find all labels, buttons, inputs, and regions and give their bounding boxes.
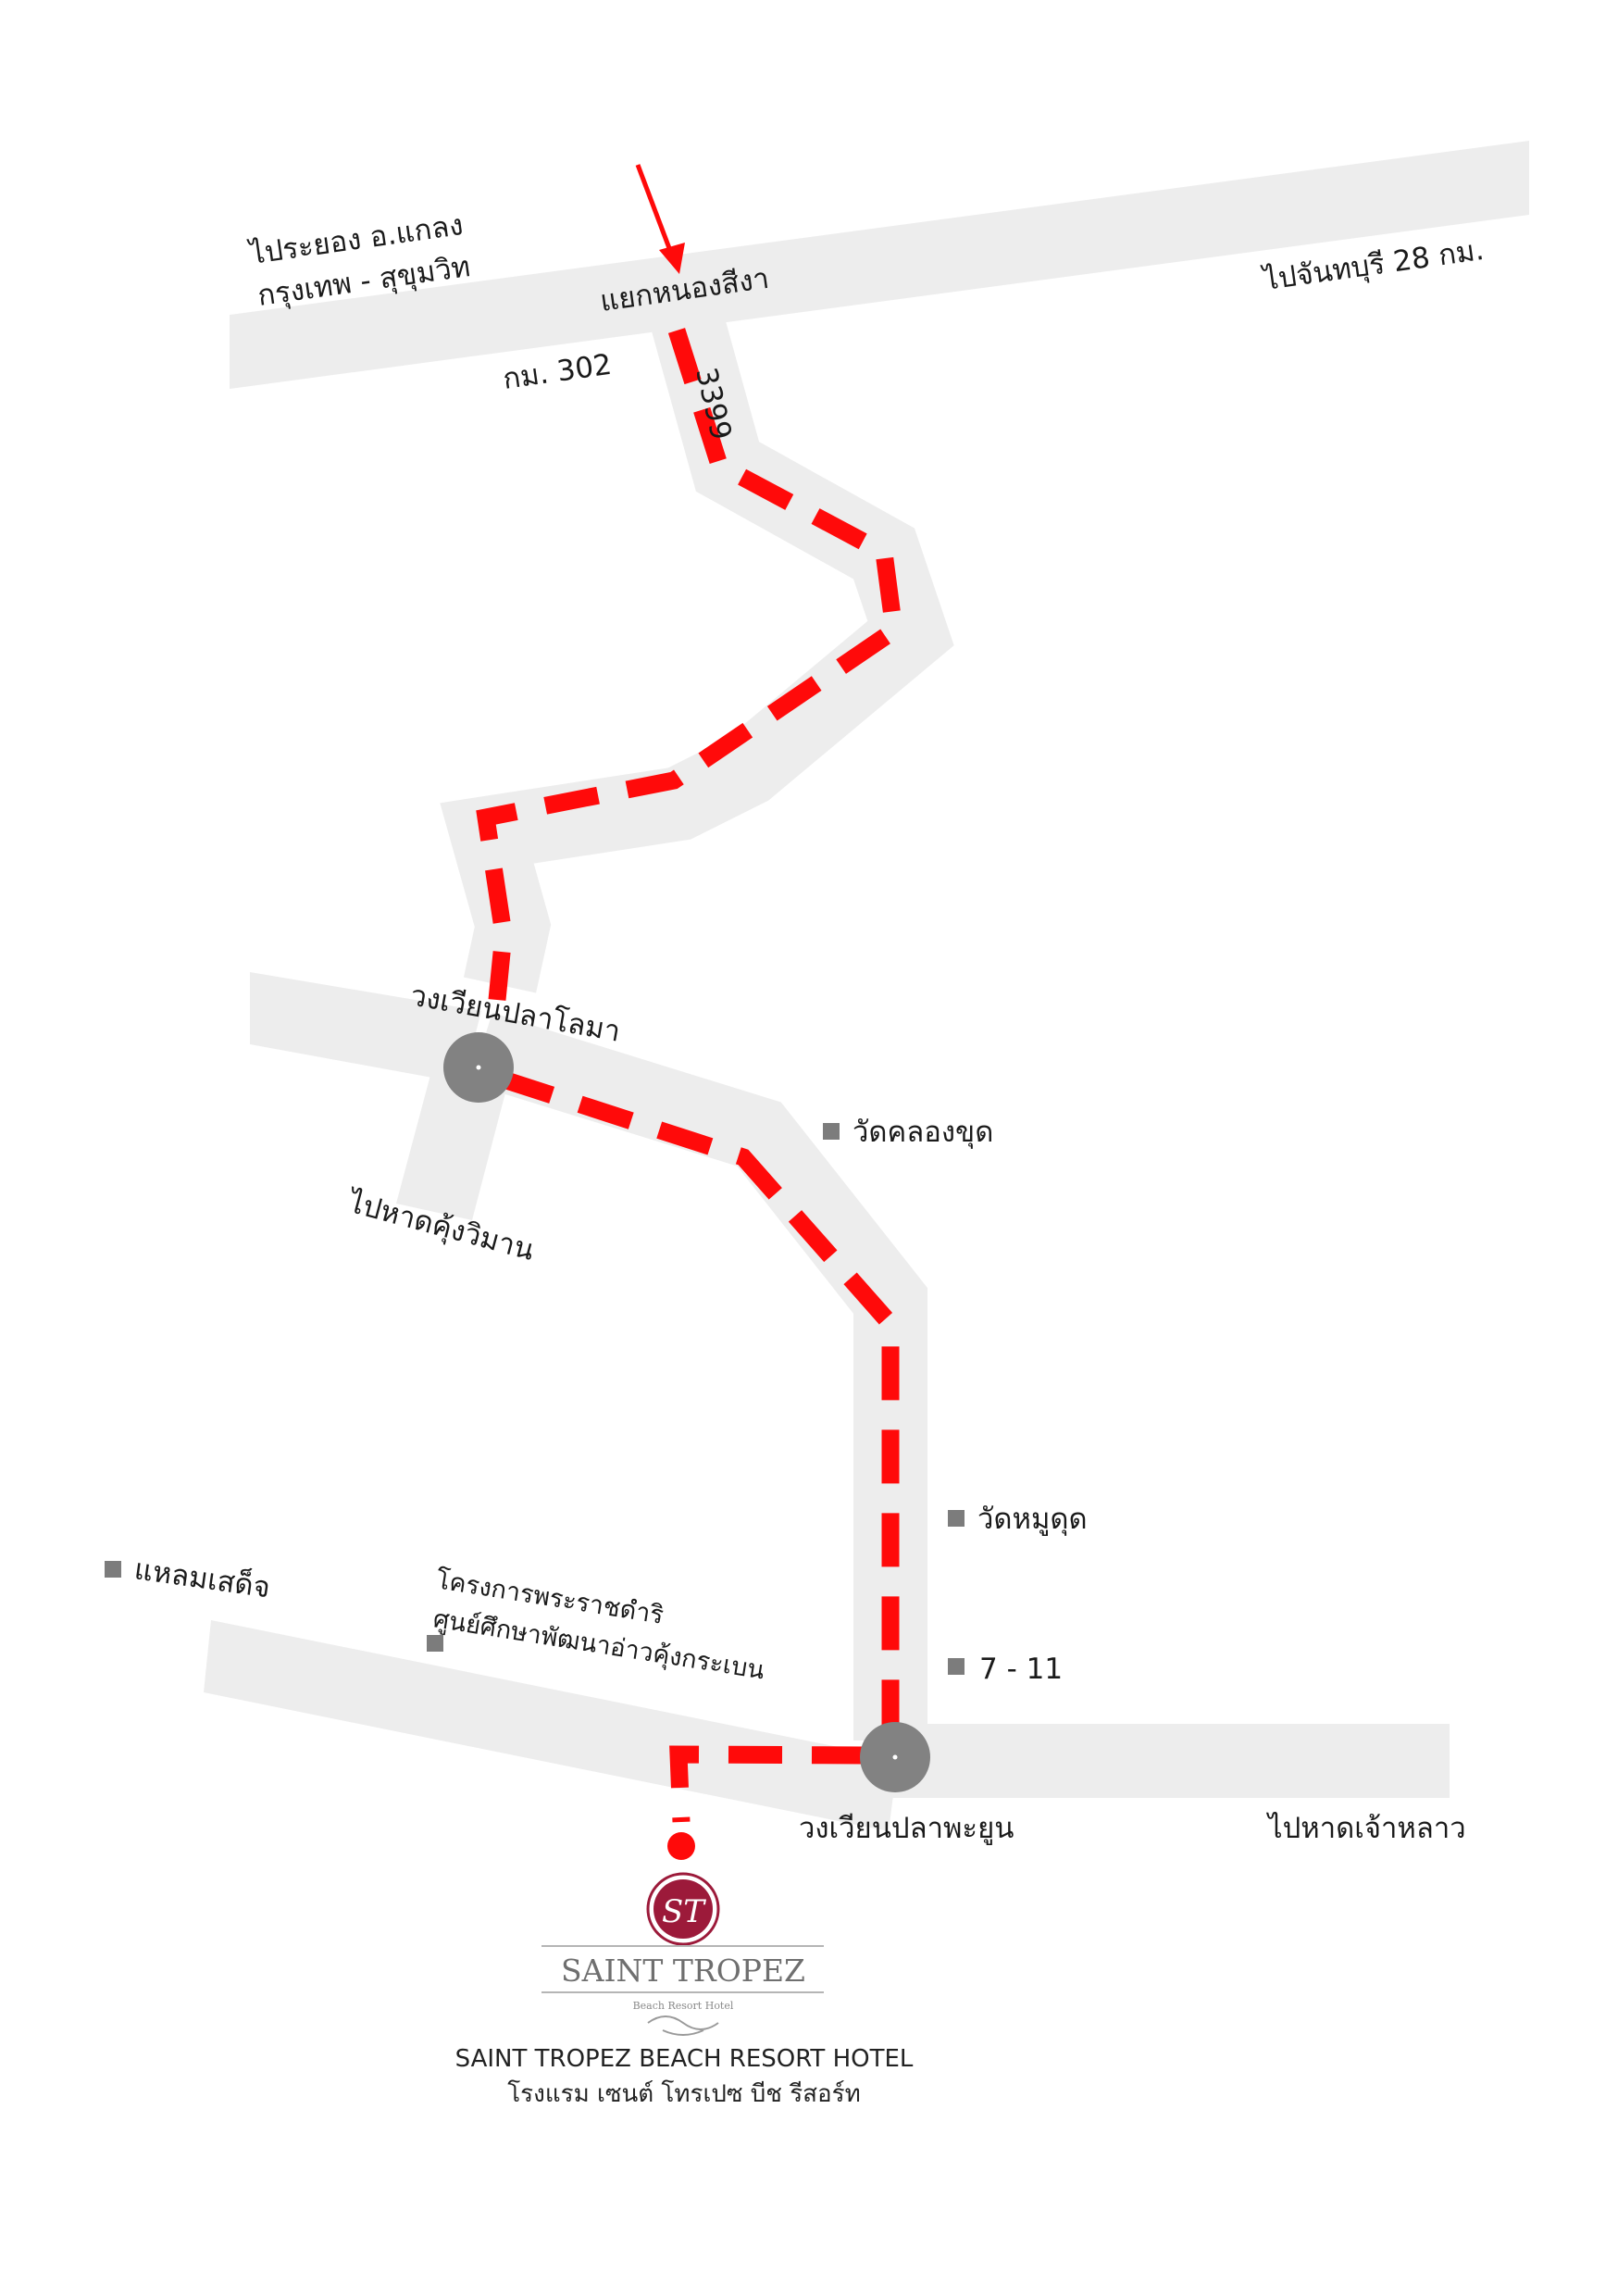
landmark-markers (105, 1123, 965, 1675)
route-segment-middle (498, 1069, 900, 1750)
square-marker-icon (948, 1510, 965, 1527)
logo-monogram: ST (662, 1893, 706, 1930)
label-wat-khlong-khut: วัดคลองขุด (853, 1116, 993, 1150)
road-bottom-right (889, 1724, 1450, 1798)
square-marker-icon (427, 1635, 443, 1652)
route-path (476, 328, 904, 1860)
label-laem-sadet: แหลมเสด็จ (132, 1552, 272, 1604)
road-kung-wiman (250, 972, 481, 1083)
hotel-location-marker (667, 1832, 695, 1860)
square-marker-icon (948, 1658, 965, 1675)
square-marker-icon (105, 1561, 121, 1578)
label-wat-mu-dut: วัดหมูดุด (977, 1503, 1088, 1537)
roads (204, 141, 1529, 1831)
road-bottom-left (204, 1620, 898, 1831)
label-seven-eleven: 7 - 11 (979, 1653, 1063, 1686)
hotel-name-english: SAINT TROPEZ BEACH RESORT HOTEL (454, 2045, 914, 2073)
logo-ornament-icon (647, 2015, 719, 2036)
logo-tagline: Beach Resort Hotel (633, 2000, 734, 2012)
arrow-icon (635, 164, 685, 274)
hotel-caption: SAINT TROPEZ BEACH RESORT HOTEL โรงแรม เ… (392, 2041, 976, 2112)
route-segment-upper (476, 328, 904, 1001)
logo-emblem (646, 1872, 720, 1946)
hotel-logo: ST SAINT TROPEZ Beach Resort Hotel (541, 1872, 824, 2036)
roundabout-pla-pha-yoon (860, 1722, 930, 1792)
logo-emblem-inner (653, 1879, 713, 1939)
label-pla-pha-yoon-roundabout: วงเวียนปลาพะยูน (799, 1812, 1014, 1845)
route-segment-lower (669, 1745, 866, 1823)
roundabout-pla-lo-ma (443, 1032, 514, 1103)
label-to-chao-lao-beach: ไปหาดเจ้าหลาว (1265, 1812, 1466, 1845)
logo-name: SAINT TROPEZ (561, 1953, 805, 1989)
main-road-sukhumvit (230, 141, 1529, 389)
hotel-name-thai: โรงแรม เซนต์ โทรเปซ บีช รีสอร์ท (507, 2080, 861, 2108)
label-km-302: กม. 302 (501, 348, 614, 396)
square-marker-icon (823, 1123, 840, 1140)
road-kung-wiman-branch (396, 1065, 509, 1220)
